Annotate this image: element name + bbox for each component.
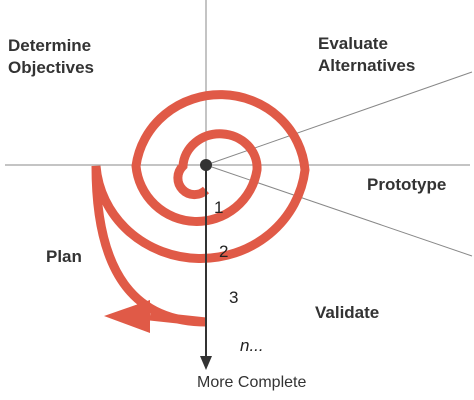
label-plan: Plan — [46, 247, 82, 266]
spiral-center-dot — [200, 159, 212, 171]
progress-axis-arrowhead — [200, 356, 212, 370]
iteration-1: 1 — [214, 198, 224, 217]
diagonal-divider-upper — [205, 71, 473, 166]
iteration-n: n... — [240, 336, 264, 355]
axis-label-more-complete: More Complete — [197, 374, 307, 391]
spiral-arrowhead — [104, 300, 150, 333]
iteration-2: 2 — [219, 242, 229, 261]
label-prototype: Prototype — [367, 175, 447, 194]
spiral-path — [91, 90, 310, 327]
label-determine-objectives: Determine Objectives — [8, 36, 94, 77]
label-validate: Validate — [315, 303, 380, 322]
iteration-3: 3 — [229, 288, 239, 307]
label-evaluate-alternatives: Evaluate Alternatives — [318, 34, 416, 75]
